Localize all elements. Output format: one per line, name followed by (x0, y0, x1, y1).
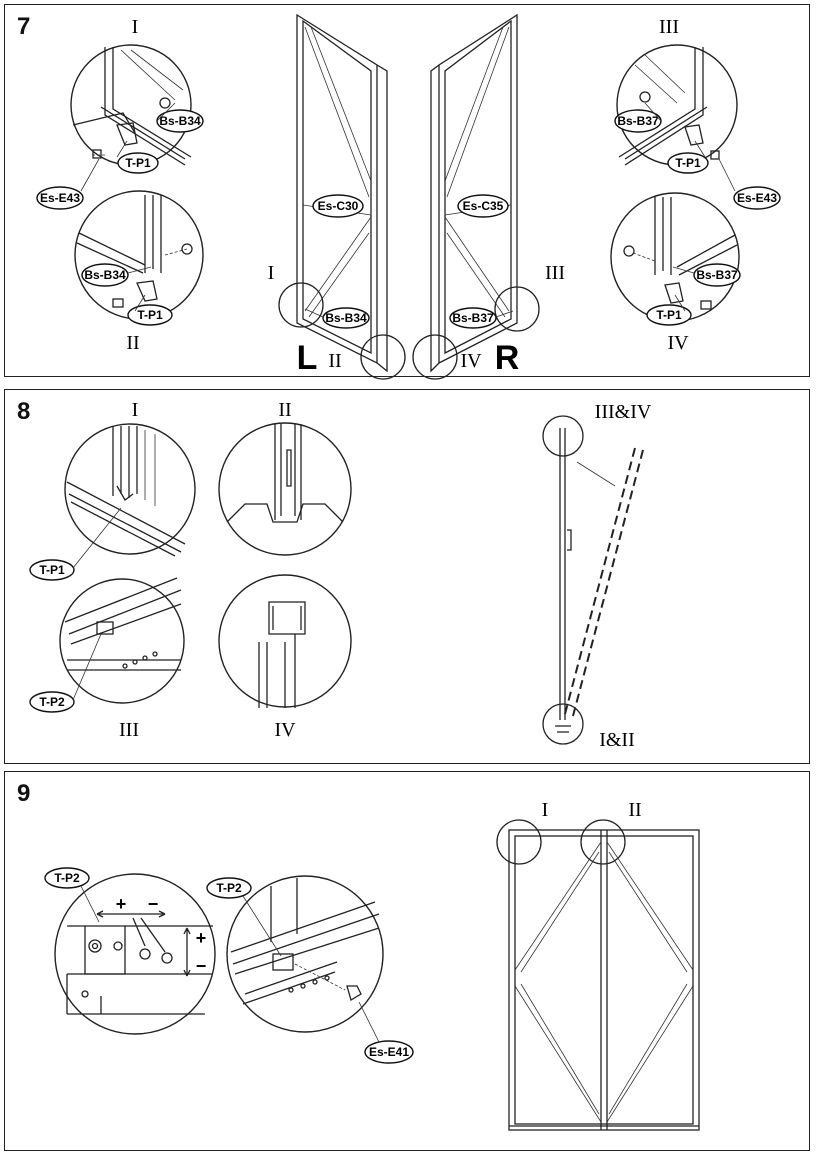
roman-i: I (542, 799, 549, 821)
roman-iv: IV (274, 719, 296, 741)
svg-text:Es-C35: Es-C35 (463, 199, 504, 213)
roman-iii-iv: III&IV (595, 401, 652, 423)
step-8-panel: 8 (4, 389, 810, 764)
adjustment-detail-circle (54, 873, 216, 1035)
left-letter: L (297, 339, 318, 377)
label-bs-b34-mid: Bs-B34 (81, 263, 129, 287)
label-t-p1: T-P1 (29, 559, 75, 581)
label-t-p1-top: T-P1 (117, 152, 159, 174)
step-7-diagram: Bs-B34 T-P1 Es-E43 Bs-B34 T-P1 Es-C30 Bs… (36, 13, 781, 380)
label-bs-b37-top: Bs-B37 (614, 109, 662, 133)
step-number: 8 (17, 398, 31, 425)
screw-detail-circle (226, 875, 384, 1033)
svg-text:T-P1: T-P1 (656, 308, 682, 322)
roman-iv: IV (667, 332, 689, 354)
step-number: 9 (17, 780, 31, 807)
right-letter: R (495, 339, 520, 377)
svg-text:T-P2: T-P2 (54, 871, 80, 885)
label-t-p2-left: T-P2 (44, 867, 90, 889)
label-es-e43-right: Es-E43 (733, 186, 781, 210)
detail-circle-iii-right (616, 44, 738, 166)
detail-circle-iii (59, 577, 185, 704)
step-number: 7 (17, 13, 31, 40)
detail-circle-i (64, 423, 196, 557)
plus-vertical: + (196, 928, 207, 948)
roman-i-ii: I&II (599, 729, 635, 751)
roman-iii: III (659, 16, 679, 38)
double-door-frame (496, 819, 700, 1131)
right-door-frame (412, 13, 540, 380)
minus-horizontal: − (148, 894, 159, 914)
label-es-e41: Es-E41 (364, 1040, 414, 1064)
svg-text:Bs-B37: Bs-B37 (696, 268, 738, 282)
step-9-panel: 9 + − + − T-P2 (4, 771, 810, 1151)
svg-text:Bs-B34: Bs-B34 (159, 114, 201, 128)
label-bs-b34-frame: Bs-B34 (322, 307, 370, 329)
roman-iii: III (119, 719, 139, 741)
svg-text:Bs-B37: Bs-B37 (452, 311, 494, 325)
label-t-p2: T-P2 (29, 691, 75, 713)
label-t-p1-right-mid: T-P1 (646, 304, 692, 326)
svg-text:T-P1: T-P1 (675, 156, 701, 170)
roman-iii-frame: III (545, 262, 565, 284)
svg-text:T-P2: T-P2 (216, 881, 242, 895)
roman-i: I (132, 399, 139, 421)
svg-text:Es-E43: Es-E43 (40, 191, 80, 205)
label-t-p2-right: T-P2 (206, 877, 252, 899)
plus-horizontal: + (116, 894, 127, 914)
frame-side-view (542, 415, 644, 745)
svg-text:Es-E43: Es-E43 (737, 191, 777, 205)
svg-text:Es-C30: Es-C30 (318, 199, 359, 213)
minus-vertical: − (196, 956, 207, 976)
roman-i-frame: I (268, 262, 275, 284)
svg-text:T-P1: T-P1 (125, 156, 151, 170)
label-es-c35: Es-C35 (457, 194, 509, 218)
roman-ii-frame: II (328, 350, 341, 372)
svg-text:Bs-B34: Bs-B34 (325, 311, 367, 325)
label-es-c30: Es-C30 (312, 194, 364, 218)
step-9-diagram: + − + − T-P2 T-P2 Es- (44, 799, 700, 1131)
svg-text:Es-E41: Es-E41 (369, 1045, 409, 1059)
label-bs-b37-mid: Bs-B37 (693, 263, 741, 287)
roman-i: I (132, 16, 139, 38)
svg-text:T-P2: T-P2 (39, 695, 65, 709)
detail-circle-iv-right (610, 192, 740, 322)
svg-text:T-P1: T-P1 (137, 308, 163, 322)
label-bs-b37-frame: Bs-B37 (449, 307, 497, 329)
detail-circle-ii (218, 422, 352, 556)
svg-text:Bs-B34: Bs-B34 (84, 268, 126, 282)
roman-ii: II (278, 399, 291, 421)
roman-ii: II (628, 799, 641, 821)
step-7-panel: 7 (4, 4, 810, 380)
label-es-e43-left: Es-E43 (36, 186, 84, 210)
roman-iv-frame: IV (460, 350, 482, 372)
label-t-p1-mid: T-P1 (127, 304, 173, 326)
step-8-diagram: T-P1 T-P2 I II III IV III&IV I&II (29, 399, 652, 751)
roman-ii: II (126, 332, 139, 354)
label-t-p1-right-top: T-P1 (667, 152, 709, 174)
detail-circle-iv (218, 574, 352, 708)
label-bs-b34-top: Bs-B34 (156, 109, 204, 133)
svg-text:T-P1: T-P1 (39, 563, 65, 577)
left-door-frame (278, 13, 406, 380)
svg-text:Bs-B37: Bs-B37 (617, 114, 659, 128)
detail-circle-ii-left (74, 190, 204, 320)
